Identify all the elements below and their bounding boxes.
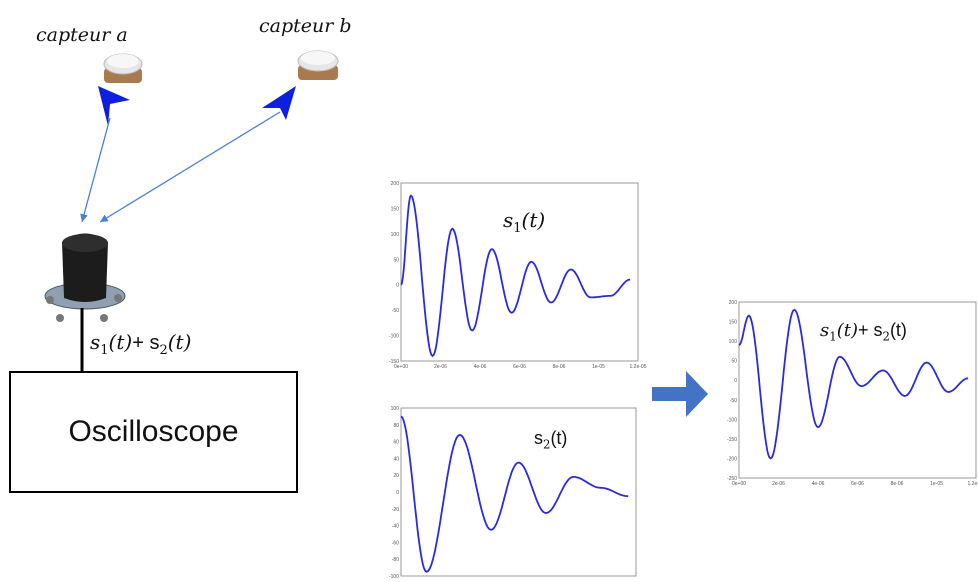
chart-sum-ytick-label: 200 xyxy=(729,300,738,306)
chart-sum-title: s1(t)+ s2(t) xyxy=(820,320,907,344)
chart-s2-title: s2(t) xyxy=(534,428,567,452)
chart-sum-ytick-label: 0 xyxy=(734,378,737,384)
chart-sum-ytick-label: -100 xyxy=(727,417,737,423)
chart-sum-ytick-label: 100 xyxy=(729,339,738,345)
chart-sum-xtick-label: 8e-06 xyxy=(891,481,904,487)
chart-sum-ytick-label: -200 xyxy=(727,456,737,462)
chart-sum-xtick-label: 0e+00 xyxy=(732,481,746,487)
chart-sum-xtick-label: 1e-05 xyxy=(930,481,943,487)
chart-sum-ytick-label: -50 xyxy=(730,398,737,404)
chart-sum-ytick-label: 50 xyxy=(731,359,737,365)
chart-sum-xtick-label: 4e-06 xyxy=(812,481,825,487)
chart-sum-xtick-label: 6e-06 xyxy=(851,481,864,487)
chart-s1-title: s1(t) xyxy=(503,208,545,236)
chart-sum-xtick-label: 1.2e-05 xyxy=(968,481,978,487)
chart-sum-ytick-label: 150 xyxy=(729,320,738,326)
chart-sum-xtick-label: 2e-06 xyxy=(772,481,785,487)
chart-sum-ytick-label: -150 xyxy=(727,437,737,443)
